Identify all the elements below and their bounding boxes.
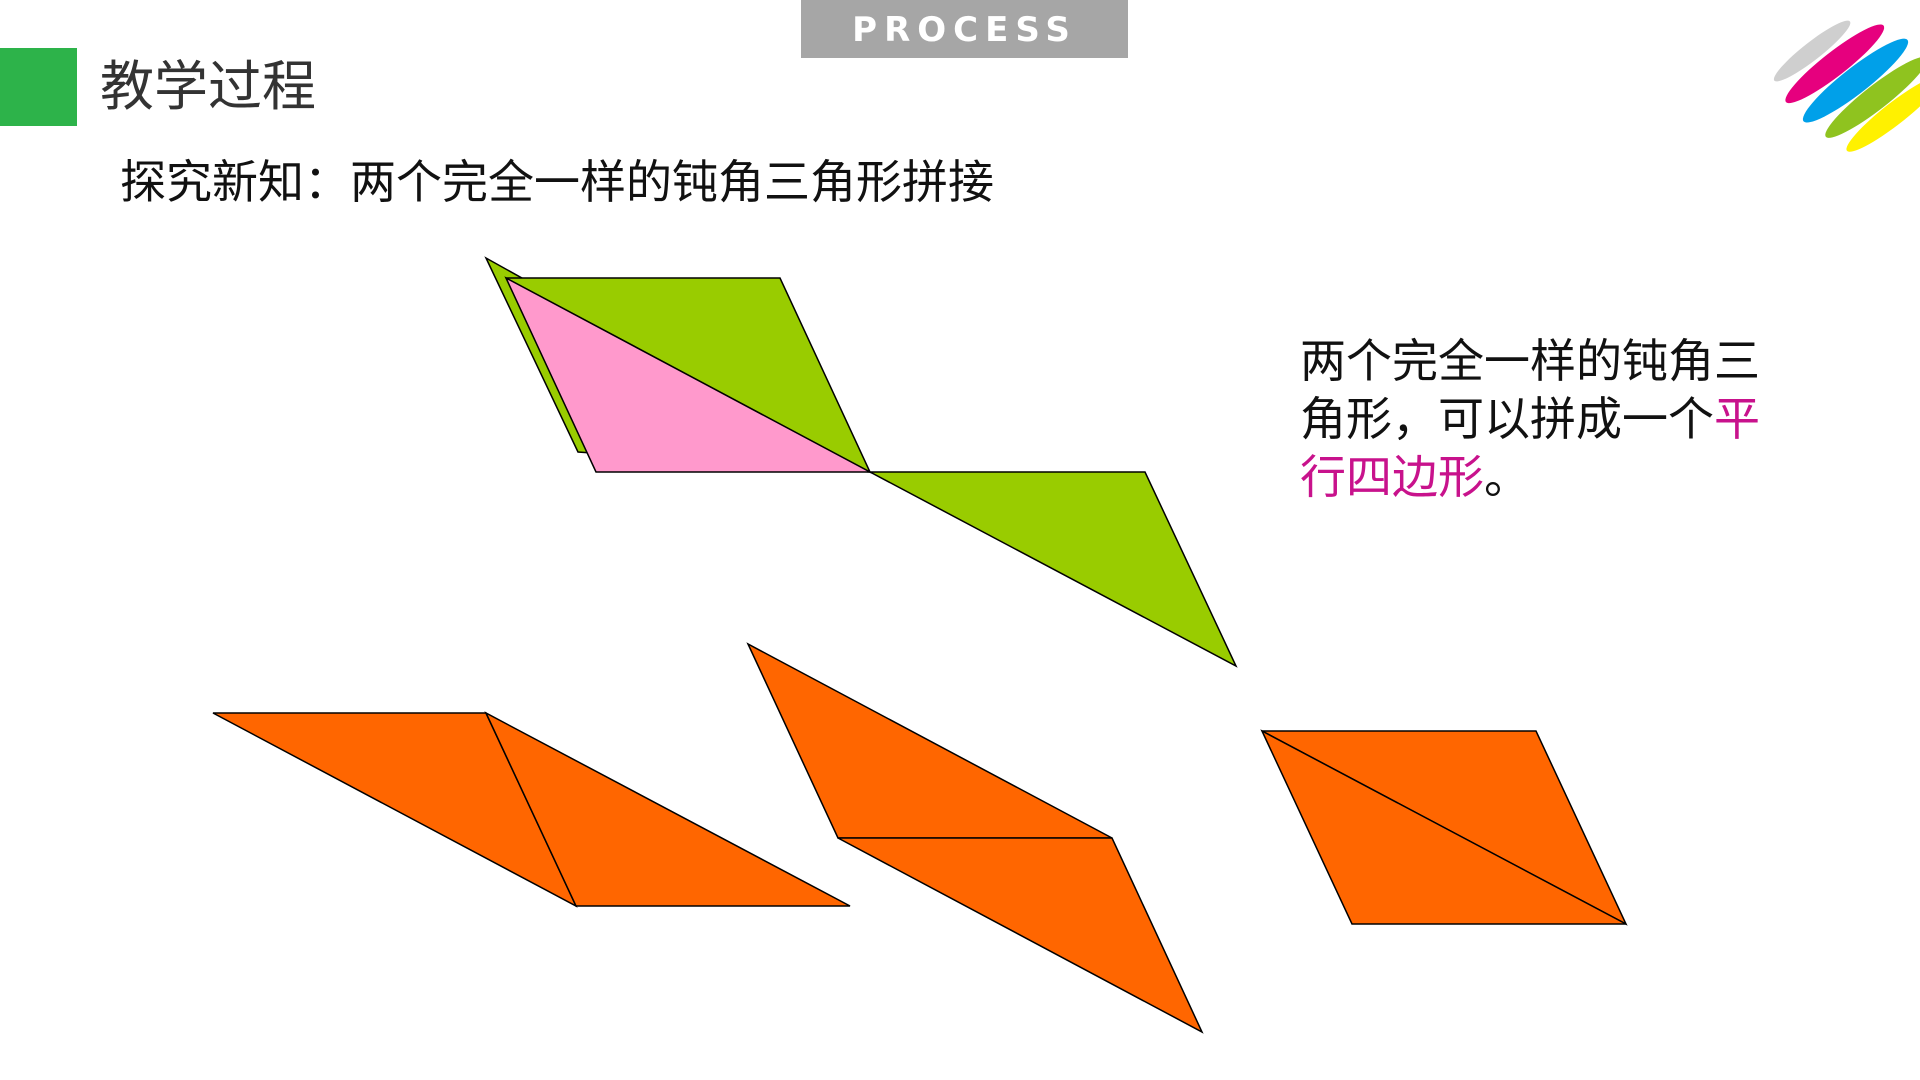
- orange-triangle: [484, 711, 851, 907]
- logo-stripe-magenta: [1785, 24, 1885, 104]
- note-highlight: 平行四边形: [1300, 392, 1760, 504]
- parallelogram-middle: [746, 642, 1204, 1034]
- logo-stripe-yellow: [1846, 75, 1920, 152]
- logo-stripe-gray: [1773, 20, 1851, 82]
- section-title: 教学过程: [100, 55, 316, 118]
- orange-triangle: [1260, 729, 1627, 925]
- parallelogram-right: [1260, 729, 1628, 926]
- parallelogram-left: [212, 711, 851, 908]
- logo-stripe-blue: [1802, 38, 1909, 123]
- note-text: 两个完全一样的钝角三角形，可以拼成一个: [1300, 334, 1760, 446]
- green-triangle-right: [869, 471, 1238, 668]
- conclusion-note: 两个完全一样的钝角三角形，可以拼成一个平行四边形。: [1300, 332, 1800, 506]
- note-period: 。: [1484, 450, 1530, 504]
- color-stripes-logo-icon: [1773, 20, 1920, 152]
- accent-bar: [0, 48, 77, 126]
- pink-triangle: [504, 276, 871, 473]
- process-tab: PROCESS: [801, 0, 1128, 58]
- orange-triangle: [837, 837, 1204, 1034]
- logo-stripe-green: [1825, 56, 1920, 138]
- top-figure: [484, 256, 1238, 668]
- orange-triangle: [746, 642, 1113, 839]
- subtitle: 探究新知：两个完全一样的钝角三角形拼接: [120, 155, 994, 209]
